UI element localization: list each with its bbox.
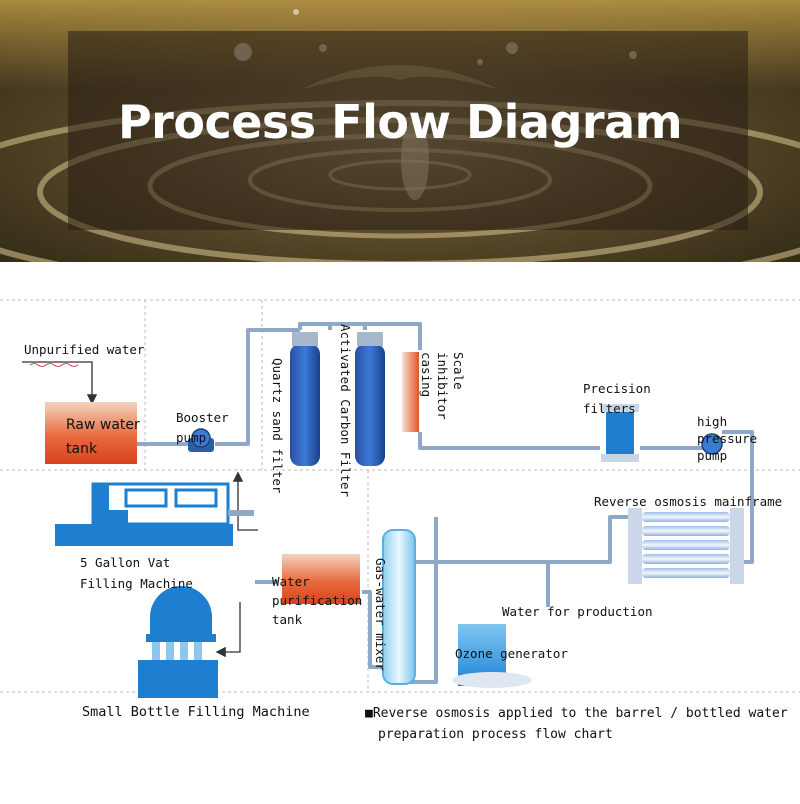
section-dividers — [0, 299, 800, 693]
quartz-sand-filter — [290, 332, 320, 466]
ozone-generator — [452, 624, 532, 688]
label-water-purification-tank: Water purification tank — [272, 574, 363, 627]
caption-line-1: ■Reverse osmosis applied to the barrel /… — [365, 706, 788, 721]
flow-arrows — [22, 361, 258, 658]
raw-water-tank — [45, 402, 137, 464]
label-water-for-production: Water for production — [502, 604, 653, 619]
label-ozone-generator: Ozone generator — [455, 646, 568, 661]
title-overlay — [68, 31, 748, 230]
ro-mainframe — [628, 508, 744, 584]
diagram-graphics — [0, 299, 800, 698]
five-gallon-filling-machine — [55, 482, 254, 546]
label-precision-filters: Precision filters — [583, 381, 651, 416]
water-purification-tank — [282, 554, 360, 604]
label-quartz-sand-filter: Quartz sand filter — [270, 358, 285, 494]
label-raw-water-tank: Raw water tank — [66, 417, 140, 457]
label-small-bottle-filling-machine: Small Bottle Filling Machine — [82, 704, 310, 720]
label-high-pressure-pump: high pressure pump — [697, 414, 758, 463]
label-activated-carbon-filter: Activated Carbon Filter — [338, 324, 353, 498]
scale-inhibitor-casing — [402, 352, 419, 432]
label-ro-mainframe: Reverse osmosis mainframe — [594, 494, 783, 509]
activated-carbon-filter — [355, 332, 385, 466]
header-banner: Process Flow Diagram — [0, 0, 800, 262]
label-unpurified-water: Unpurified water — [24, 342, 145, 357]
spellcheck-squiggle — [29, 363, 79, 367]
small-bottle-filling-machine — [138, 586, 218, 698]
caption-marker: ■ — [365, 706, 373, 721]
precision-filter — [601, 404, 639, 462]
caption-line-2: preparation process flow chart — [378, 727, 613, 742]
page-title: Process Flow Diagram — [117, 95, 683, 149]
process-diagram: Unpurified water Raw water tank Booster … — [0, 262, 800, 800]
label-five-gallon-filling-machine: 5 Gallon Vat Filling Machine — [80, 555, 193, 591]
gas-water-mixer — [382, 529, 416, 685]
booster-pump — [188, 428, 214, 452]
label-scale-inhibitor-casing: Scale inhibitor casing — [419, 352, 466, 420]
high-pressure-pump — [701, 433, 723, 455]
caption-text-1: Reverse osmosis applied to the barrel / … — [372, 706, 788, 721]
label-booster-pump: Booster pump — [176, 410, 229, 445]
label-gas-water-mixer: Gas-water mixer — [373, 558, 388, 671]
